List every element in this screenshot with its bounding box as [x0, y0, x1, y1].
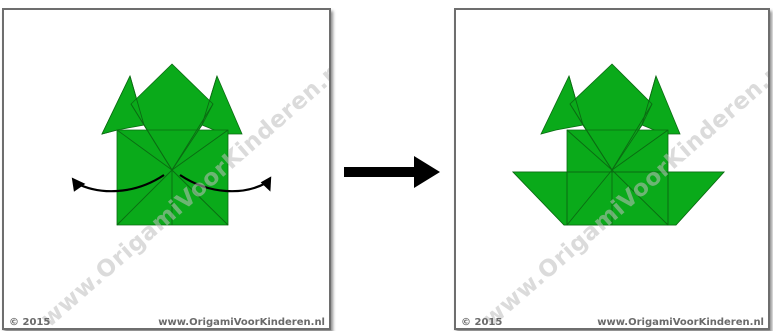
panel-step-before: www.OrigamiVoorKinderen.nl © 2015 www.Or… [2, 8, 331, 330]
origami-figure-before [4, 10, 329, 328]
copyright-label: © 2015 [461, 317, 502, 328]
site-label: www.OrigamiVoorKinderen.nl [597, 317, 764, 328]
site-label: www.OrigamiVoorKinderen.nl [158, 317, 325, 328]
right-arrow-icon [344, 156, 440, 188]
panel-step-after: www.OrigamiVoorKinderen.nl © 2015 www.Or… [454, 8, 770, 330]
paper-shape [513, 64, 724, 225]
origami-figure-after [456, 10, 768, 328]
copyright-label: © 2015 [9, 317, 50, 328]
